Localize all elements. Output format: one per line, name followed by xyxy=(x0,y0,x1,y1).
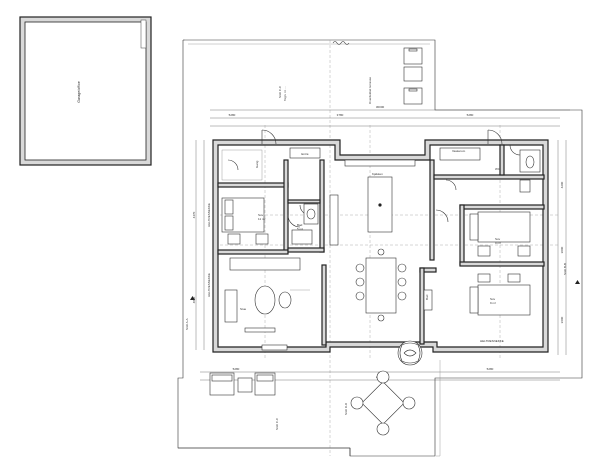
terrace-table xyxy=(350,370,416,436)
deck-chairs-top xyxy=(403,47,423,105)
room-bad-area: 5 m² xyxy=(297,227,303,231)
garage-plan: Garage/office xyxy=(19,16,152,166)
dim-right-a: 4200 xyxy=(560,181,564,188)
room-stue-name: Stue xyxy=(240,307,247,311)
dim-bottom-right: 5280 xyxy=(487,367,494,371)
dim-top-right: 5280 xyxy=(467,113,474,117)
room-wc-label: WC xyxy=(495,167,501,171)
dim-right-c: 3600 xyxy=(560,316,564,323)
section-callout-left: Snitt A-A xyxy=(185,318,189,330)
section-arrow-right xyxy=(575,280,580,284)
garage-label: Garage/office xyxy=(77,81,81,103)
room-entre-label: Entré xyxy=(301,152,309,156)
room-kitchen-label: Kjøkken xyxy=(372,172,383,176)
bedroom-3-furniture: Sov 9 m² Bod xyxy=(423,273,531,316)
bedroom-2-furniture: Sov 9 m² xyxy=(469,211,531,257)
wall-note-south: HELTRESNEKKE xyxy=(480,339,504,343)
dimension-lines: 30000 5280 3780 5280 23000 5280 5280 447… xyxy=(192,105,570,381)
door-swings xyxy=(227,129,521,228)
room-bedroom-1-area: 11 m² xyxy=(258,217,265,221)
wall-note-west-bottom: HELTRESNEKKE xyxy=(207,273,211,297)
room-bad-name: Bad xyxy=(297,223,303,227)
entry-area: Entré Gang xyxy=(221,147,321,181)
bathroom-fixtures: Bad 5 m² xyxy=(291,203,319,245)
room-bedroom-3-name: Sov xyxy=(490,297,496,301)
dining-table xyxy=(355,248,407,322)
section-callout-right: Snitt B-B xyxy=(563,263,567,275)
room-bedroom-2-name: Sov xyxy=(495,237,501,241)
kitchen-island: Kjøkken xyxy=(329,159,416,246)
section-callout-top: Snitt C-C xyxy=(278,85,282,98)
dim-top-left: 5280 xyxy=(229,113,236,117)
room-bedroom-1-name: Sov xyxy=(258,213,264,217)
svg-text:Tegn. nr. ...: Tegn. nr. ... xyxy=(283,86,287,101)
room-vaskerom-label: Vaskerom xyxy=(452,149,466,153)
top-marker xyxy=(332,41,350,45)
svg-text:Gang: Gang xyxy=(255,160,259,168)
lounge-chairs xyxy=(209,372,276,396)
dim-top-total: 30000 xyxy=(376,105,385,109)
section-callouts: Snitt C-C Tegn. nr. ... Overdekket terra… xyxy=(185,77,580,430)
lower-deck xyxy=(178,360,441,457)
wall-note-west-top: HELTRESNEKKE xyxy=(207,203,211,227)
terrace-label: Overdekket terrasse xyxy=(368,77,372,104)
room-bedroom-3-area: 9 m² xyxy=(490,301,496,305)
section-callout-terrace: Snitt D-D xyxy=(344,402,348,415)
section-callout-bottom: Snitt C-C xyxy=(275,417,279,430)
dim-left-a: 4470 xyxy=(192,211,196,218)
dim-bottom-left: 5280 xyxy=(233,367,240,371)
section-arrow-left xyxy=(190,296,195,300)
dim-left-b: 4850 xyxy=(192,296,196,303)
dim-right-b: 3000 xyxy=(560,246,564,253)
room-bedroom-2-area: 9 m² xyxy=(495,241,501,245)
house-walls xyxy=(212,139,549,353)
living-room-furniture: Stue xyxy=(224,257,310,351)
bedroom-1-furniture: Sov 11 m² xyxy=(221,197,269,245)
room-bod-label: Bod xyxy=(425,294,429,300)
plant xyxy=(397,340,423,366)
dim-top-mid: 3780 xyxy=(337,113,344,117)
right-wing-fixtures: Vaskerom WC xyxy=(439,147,541,193)
